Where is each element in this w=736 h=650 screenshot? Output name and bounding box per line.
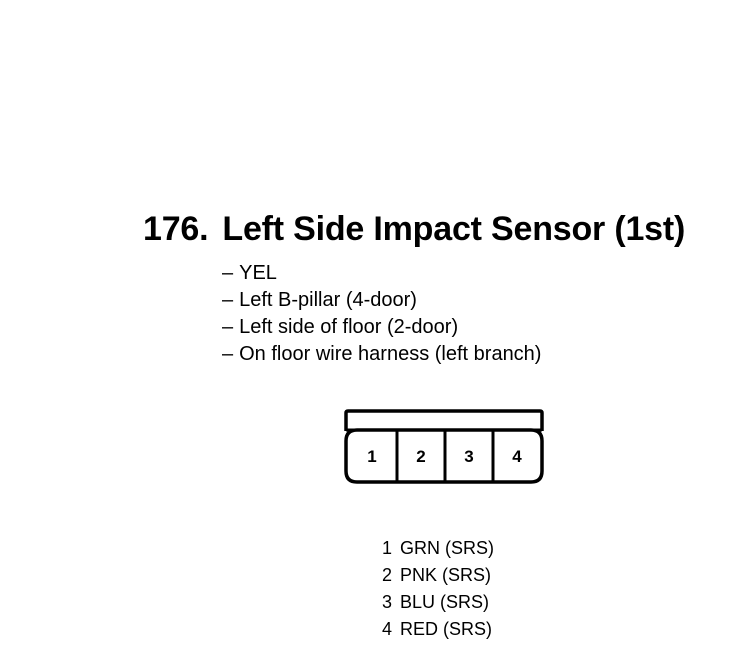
detail-dash: – bbox=[222, 289, 234, 311]
pin-number: 2 bbox=[382, 565, 393, 585]
connector-diagram: 1 2 3 4 bbox=[344, 409, 544, 484]
pin-description: RED (SRS) bbox=[400, 619, 493, 639]
pin-number: 3 bbox=[382, 592, 393, 612]
location-details: –YEL –Left B-pillar (4-door) –Left side … bbox=[222, 260, 541, 368]
terminal-label: 4 bbox=[512, 447, 522, 466]
detail-item: –YEL bbox=[222, 260, 541, 287]
detail-text: Left side of floor (2-door) bbox=[239, 316, 459, 338]
detail-text: Left B-pillar (4-door) bbox=[239, 289, 417, 311]
section-title: 176. Left Side Impact Sensor (1st) bbox=[143, 210, 685, 249]
terminal-label: 2 bbox=[416, 447, 425, 466]
pin-number: 1 bbox=[382, 538, 393, 558]
pin-list: 1 GRN (SRS) 2 PNK (SRS) 3 BLU (SRS) 4 RED (S… bbox=[382, 535, 494, 643]
detail-dash: – bbox=[222, 343, 234, 365]
pin-description: BLU (SRS) bbox=[400, 592, 490, 612]
pin-item: 1 GRN (SRS) bbox=[382, 535, 494, 562]
detail-dash: – bbox=[222, 262, 234, 284]
terminal-label: 1 bbox=[367, 447, 376, 466]
detail-item: –Left B-pillar (4-door) bbox=[222, 287, 541, 314]
detail-text: YEL bbox=[239, 262, 277, 284]
pin-item: 4 RED (SRS) bbox=[382, 616, 494, 643]
pin-item: 3 BLU (SRS) bbox=[382, 589, 494, 616]
terminal-label: 3 bbox=[464, 447, 473, 466]
detail-text: On floor wire harness (left branch) bbox=[239, 343, 542, 365]
section-number: 176. bbox=[143, 210, 209, 248]
connector-housing bbox=[344, 409, 544, 431]
pin-number: 4 bbox=[382, 619, 393, 639]
section-title-text: Left Side Impact Sensor (1st) bbox=[222, 210, 686, 248]
pin-description: PNK (SRS) bbox=[400, 565, 492, 585]
detail-item: –Left side of floor (2-door) bbox=[222, 314, 541, 341]
connector-body bbox=[344, 428, 544, 484]
pin-description: GRN (SRS) bbox=[400, 538, 495, 558]
pin-item: 2 PNK (SRS) bbox=[382, 562, 494, 589]
detail-dash: – bbox=[222, 316, 234, 338]
detail-item: –On floor wire harness (left branch) bbox=[222, 341, 541, 368]
